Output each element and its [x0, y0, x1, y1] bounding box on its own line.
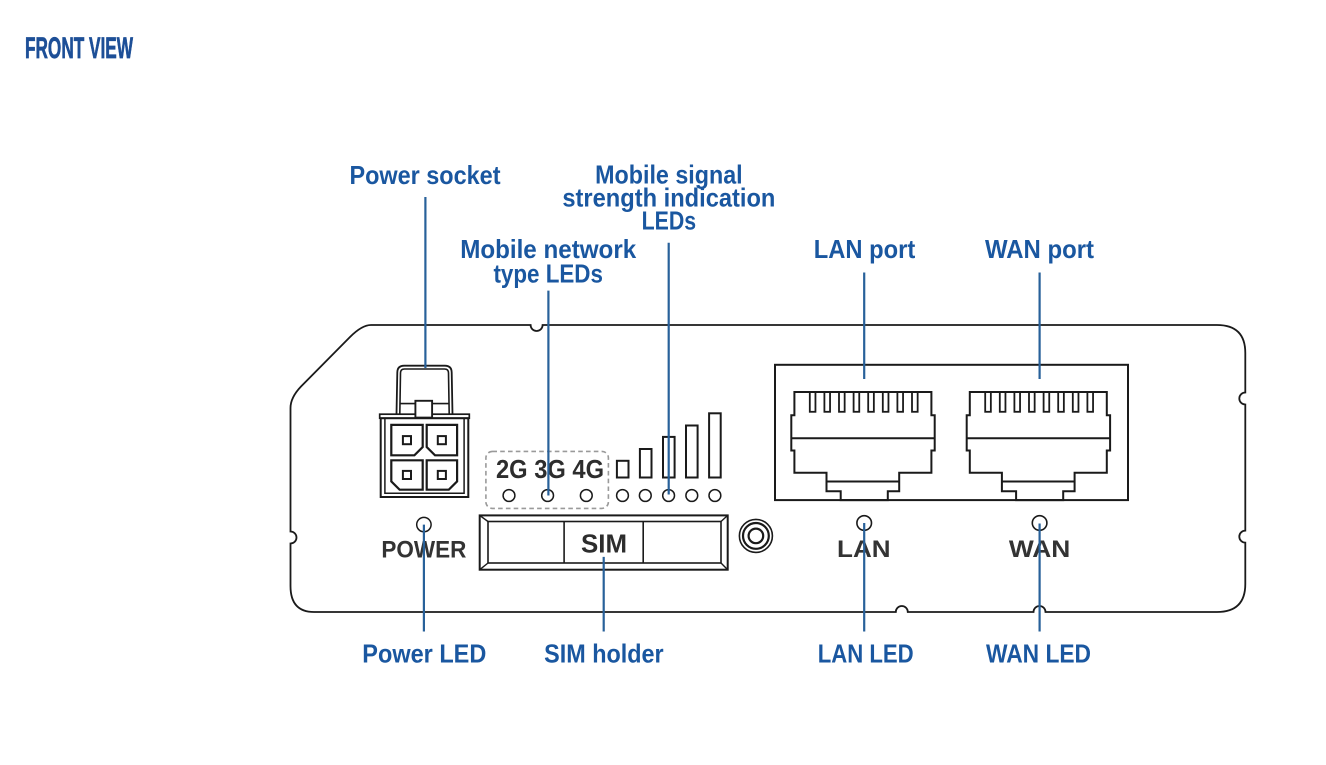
- svg-text:Mobile network: Mobile network: [460, 234, 636, 264]
- svg-text:Power LED: Power LED: [362, 639, 486, 669]
- svg-text:LAN LED: LAN LED: [818, 639, 914, 669]
- svg-text:LEDs: LEDs: [642, 206, 697, 236]
- svg-text:LAN port: LAN port: [814, 234, 916, 264]
- svg-text:2G 3G 4G: 2G 3G 4G: [496, 454, 604, 484]
- svg-text:SIM holder: SIM holder: [544, 639, 664, 669]
- svg-text:strength indication: strength indication: [562, 183, 775, 213]
- svg-text:SIM: SIM: [581, 529, 627, 559]
- svg-text:Mobile signal: Mobile signal: [595, 159, 743, 189]
- svg-text:WAN LED: WAN LED: [986, 639, 1091, 669]
- svg-text:Power socket: Power socket: [350, 160, 501, 190]
- svg-text:FRONT VIEW: FRONT VIEW: [25, 32, 133, 65]
- svg-text:type LEDs: type LEDs: [493, 259, 603, 289]
- svg-text:WAN port: WAN port: [985, 234, 1094, 264]
